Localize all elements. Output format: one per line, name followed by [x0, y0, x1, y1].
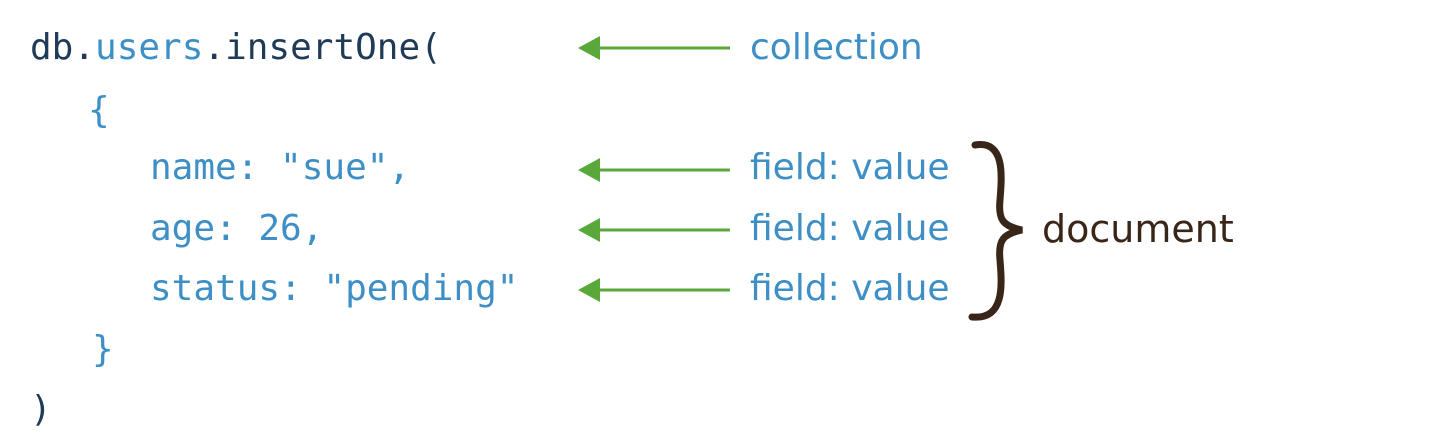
- document-close-brace: }: [92, 329, 114, 370]
- field-value-label-status: field: value: [750, 268, 950, 309]
- db-prefix: db.: [30, 27, 96, 68]
- arrow-collection: [578, 36, 730, 60]
- document-open-brace: {: [88, 90, 110, 131]
- document-curly-brace: [968, 141, 1023, 321]
- insertone-method: .insertOne(: [203, 27, 442, 68]
- field-value-label-name: field: value: [750, 147, 950, 188]
- arrow-field-name: [578, 158, 730, 182]
- field-value-label-age: field: value: [750, 208, 950, 249]
- field-age-line: age: 26,: [150, 208, 324, 249]
- code-line-insertone: db.users.insertOne(: [30, 30, 442, 66]
- arrow-field-status: [578, 278, 730, 302]
- document-label: document: [1042, 207, 1234, 251]
- close-paren: ): [30, 389, 52, 430]
- collection-name: users: [95, 27, 204, 68]
- field-name-line: name: "sue",: [150, 147, 411, 188]
- arrow-field-age: [578, 218, 730, 242]
- field-status-line: status: "pending": [150, 268, 519, 309]
- collection-label: collection: [750, 27, 923, 68]
